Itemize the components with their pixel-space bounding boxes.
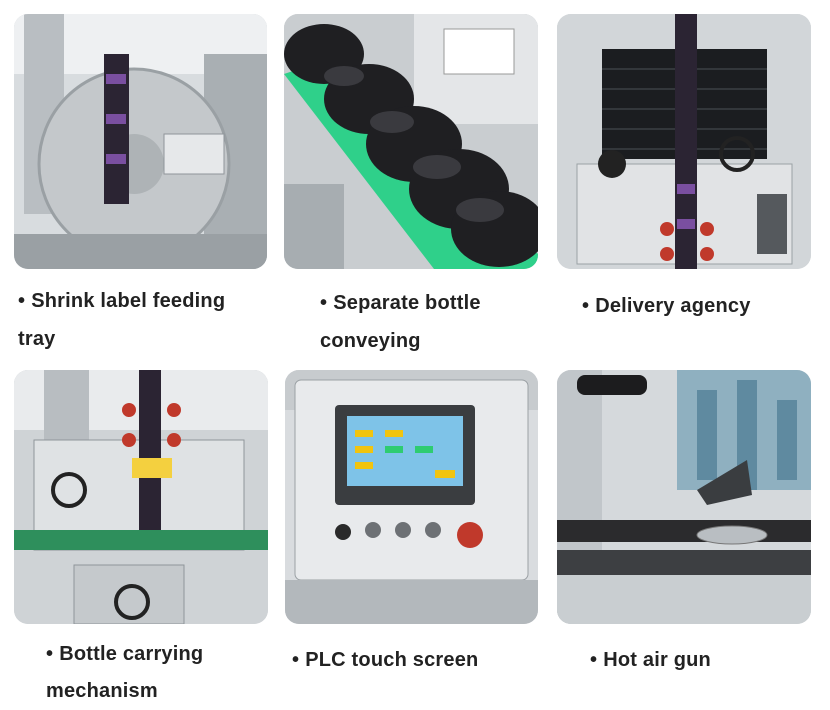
- bottle-carrying-photo: [14, 370, 268, 624]
- caption-line: conveying: [320, 330, 421, 352]
- delivery-mechanism-image: [557, 14, 811, 269]
- caption-hotair: •Hot air gun: [590, 641, 810, 679]
- hot-air-gun-photo: [557, 370, 811, 624]
- caption-line: tray: [18, 328, 56, 350]
- caption-delivery: •Delivery agency: [582, 287, 812, 325]
- label-feeding-tray-photo: [14, 14, 267, 269]
- plc-touch-screen-photo: [285, 370, 538, 624]
- caption-line: Bottle carrying: [59, 643, 204, 665]
- caption-carry: •Bottle carrying: [46, 635, 276, 673]
- caption-plc: •PLC touch screen: [292, 641, 532, 679]
- caption-convey: •Separate bottle conveying: [320, 284, 550, 360]
- bullet: •: [18, 290, 26, 312]
- caption-line: Separate bottle: [333, 292, 481, 314]
- bullet: •: [46, 643, 54, 665]
- screw-conveyor-image: [284, 14, 538, 269]
- caption-feed: •Shrink label feeding tray: [18, 282, 268, 358]
- caption-line: Delivery agency: [595, 295, 751, 317]
- bullet: •: [590, 649, 598, 671]
- caption-line: Shrink label feeding: [31, 290, 226, 312]
- caption-carry-line2: mechanism: [46, 672, 276, 710]
- bottle-carrying-image: [14, 370, 268, 624]
- bullet: •: [292, 649, 300, 671]
- caption-line: mechanism: [46, 680, 158, 702]
- plc-touch-screen-image: [285, 370, 538, 624]
- bullet: •: [320, 292, 328, 314]
- screw-conveyor-photo: [284, 14, 538, 269]
- caption-line: Hot air gun: [603, 649, 711, 671]
- label-feeding-tray-image: [14, 14, 267, 269]
- caption-line: PLC touch screen: [305, 649, 479, 671]
- hot-air-gun-image: [557, 370, 811, 624]
- bullet: •: [582, 295, 590, 317]
- delivery-mechanism-photo: [557, 14, 811, 269]
